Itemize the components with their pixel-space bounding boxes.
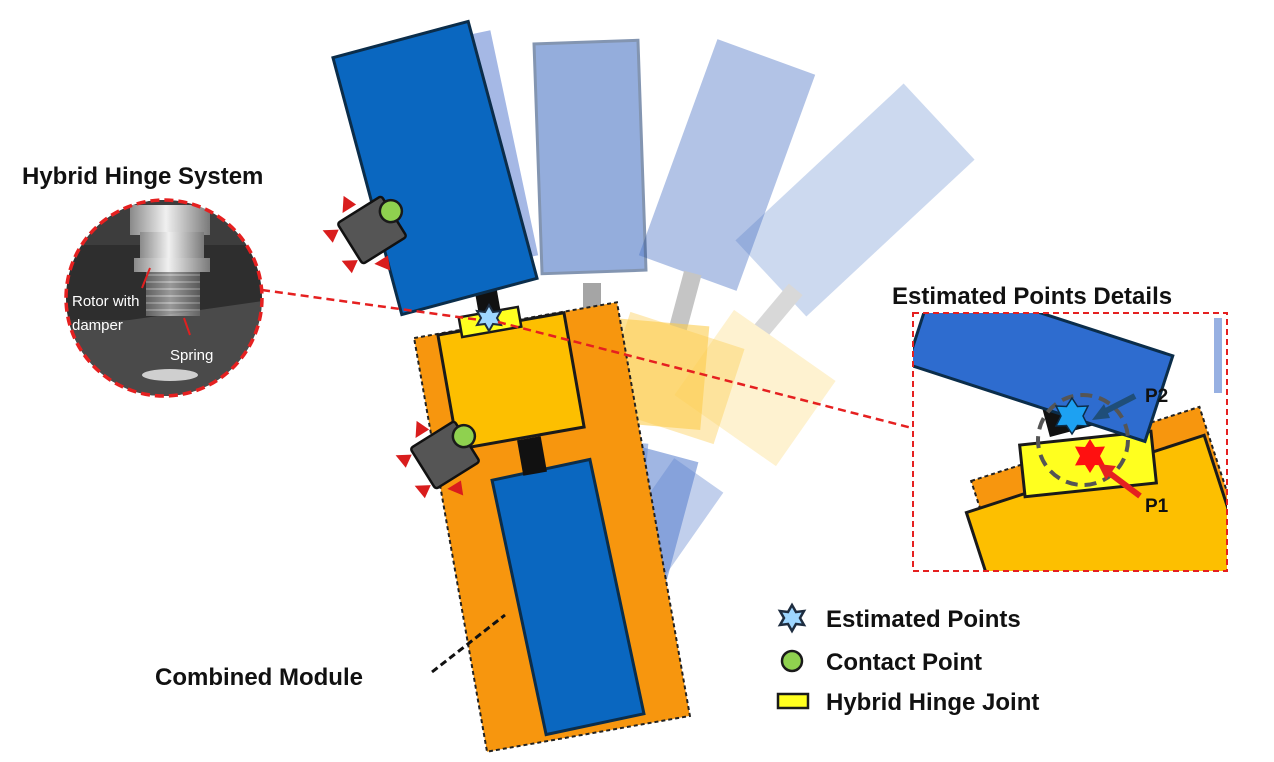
legend-label: Estimated Points: [826, 606, 1021, 633]
p2-star-icon: [1054, 396, 1090, 436]
contact-point-circle-icon: [780, 649, 804, 673]
hybrid-hinge-joint-rect-icon: [776, 692, 810, 710]
contact-point-icon: [378, 198, 404, 224]
legend-item-hybrid-hinge-joint: Hybrid Hinge Joint: [776, 689, 1039, 716]
legend-item-estimated-points: Estimated Points: [777, 602, 1021, 634]
callout-line-right: [497, 320, 913, 430]
callout-line-left: [261, 288, 481, 322]
estimated-points-details-title: Estimated Points Details: [892, 283, 1172, 310]
combined-module: [412, 285, 692, 753]
estimated-points-inset: P2 P1: [912, 312, 1228, 572]
legend-label: Hybrid Hinge Joint: [826, 689, 1039, 716]
hinge-photo-inset: Rotor with damper Spring: [64, 198, 264, 398]
robot-upper: [322, 195, 407, 274]
combined-module-label: Combined Module: [155, 664, 363, 691]
legend-item-contact-point: Contact Point: [780, 649, 982, 676]
upper-solar-panel: [331, 19, 539, 317]
p2-label: P2: [1145, 386, 1168, 407]
legend-label: Contact Point: [826, 649, 982, 676]
rotor-label-line2: damper: [72, 317, 123, 334]
p1-star-icon: [1075, 439, 1105, 473]
robot-lower: [395, 420, 480, 499]
estimated-point-star-icon: [777, 602, 807, 634]
estimated-point-star-icon: [475, 302, 503, 334]
combined-module-pointer: [431, 613, 506, 674]
p1-label: P1: [1145, 496, 1169, 517]
rotor-label-line1: Rotor with: [72, 293, 140, 310]
spring-label: Spring: [170, 347, 213, 364]
contact-point-icon: [451, 423, 477, 449]
hybrid-hinge-system-title: Hybrid Hinge System: [22, 163, 263, 190]
legend: Estimated Points Contact Point Hybrid Hi…: [776, 602, 1039, 716]
